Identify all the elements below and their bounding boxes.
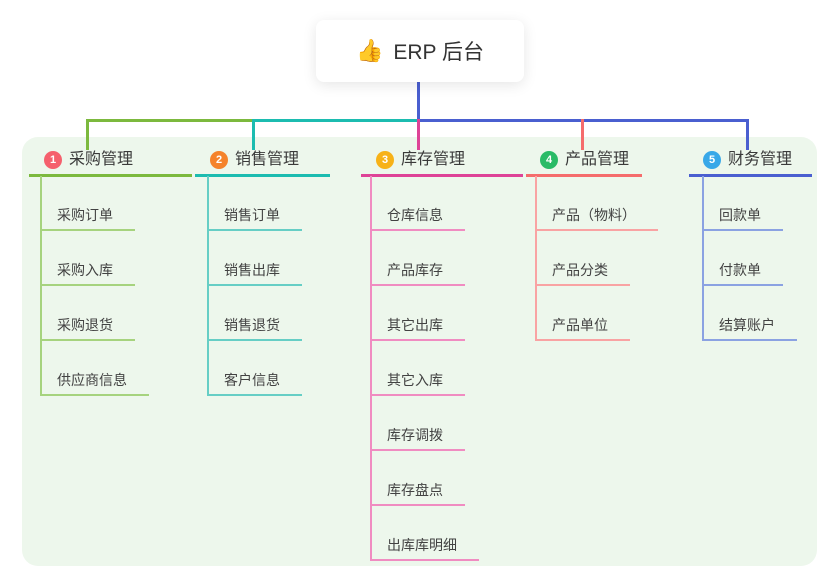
- child-node[interactable]: 采购订单: [40, 206, 135, 231]
- child-node[interactable]: 销售出库: [207, 261, 302, 286]
- branch-underline: [361, 174, 523, 177]
- branch-node[interactable]: 1 采购管理: [44, 150, 133, 170]
- branch-node[interactable]: 5 财务管理: [703, 150, 792, 170]
- child-node[interactable]: 回款单: [702, 206, 783, 231]
- children-rail-line: [40, 176, 42, 396]
- root-node[interactable]: 👍 ERP 后台: [316, 20, 524, 82]
- child-node[interactable]: 仓库信息: [370, 206, 465, 231]
- child-node[interactable]: 采购退货: [40, 316, 135, 341]
- branch-node[interactable]: 3 库存管理: [376, 150, 465, 170]
- branch-label: 销售管理: [235, 151, 300, 168]
- children-rail-line: [207, 176, 209, 396]
- child-node[interactable]: 库存调拨: [370, 426, 465, 451]
- child-node[interactable]: 产品单位: [535, 316, 630, 341]
- trunk-line: [417, 80, 420, 122]
- root-title: ERP 后台: [393, 41, 485, 64]
- child-node[interactable]: 采购入库: [40, 261, 135, 286]
- branch-drop-line: [417, 119, 420, 150]
- branch-drop-line: [581, 119, 584, 150]
- child-node[interactable]: 供应商信息: [40, 371, 149, 396]
- bus-segment-teal: [252, 119, 419, 122]
- child-node[interactable]: 其它入库: [370, 371, 465, 396]
- branch-drop-line: [252, 119, 255, 150]
- child-node[interactable]: 产品（物料）: [535, 206, 658, 231]
- child-node[interactable]: 库存盘点: [370, 481, 465, 506]
- branch-underline: [689, 174, 812, 177]
- branch-number-badge: 3: [376, 151, 394, 169]
- children-rail-line: [370, 176, 372, 561]
- branch-label: 库存管理: [401, 151, 466, 168]
- child-node[interactable]: 出库库明细: [370, 536, 479, 561]
- child-node[interactable]: 产品分类: [535, 261, 630, 286]
- branch-underline: [29, 174, 192, 177]
- branch-number-badge: 1: [44, 151, 62, 169]
- branch-number-badge: 5: [703, 151, 721, 169]
- branch-drop-line: [746, 119, 749, 150]
- branch-underline: [526, 174, 642, 177]
- children-rail-line: [535, 176, 537, 341]
- branch-node[interactable]: 2 销售管理: [210, 150, 299, 170]
- child-node[interactable]: 销售订单: [207, 206, 302, 231]
- branch-underline: [195, 174, 330, 177]
- branch-node[interactable]: 4 产品管理: [540, 150, 629, 170]
- branch-label: 采购管理: [69, 151, 134, 168]
- child-node[interactable]: 客户信息: [207, 371, 302, 396]
- bus-segment-green: [86, 119, 255, 122]
- thumbs-up-icon: 👍: [355, 38, 384, 63]
- mindmap-background-panel: [22, 137, 817, 566]
- child-node[interactable]: 付款单: [702, 261, 783, 286]
- branch-drop-line: [86, 119, 89, 150]
- branch-number-badge: 4: [540, 151, 558, 169]
- children-rail-line: [702, 176, 704, 341]
- child-node[interactable]: 结算账户: [702, 316, 797, 341]
- branch-label: 财务管理: [728, 151, 793, 168]
- branch-label: 产品管理: [565, 151, 630, 168]
- child-node[interactable]: 销售退货: [207, 316, 302, 341]
- child-node[interactable]: 产品库存: [370, 261, 465, 286]
- child-node[interactable]: 其它出库: [370, 316, 465, 341]
- branch-number-badge: 2: [210, 151, 228, 169]
